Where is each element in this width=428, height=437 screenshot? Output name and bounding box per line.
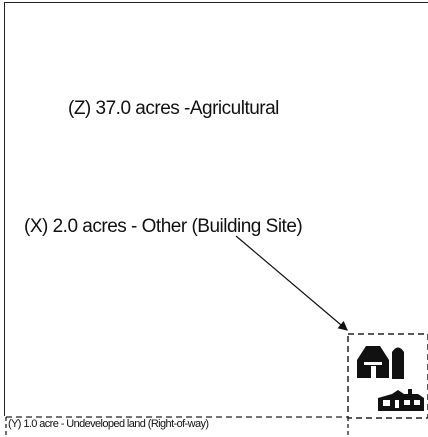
property-boundary: [4, 2, 428, 416]
farmhouse-icon: [378, 389, 424, 411]
parcel-x-label: (X) 2.0 acres - Other (Building Site): [24, 216, 303, 237]
silo-icon: [392, 347, 404, 379]
parcel-z-label: (Z) 37.0 acres -Agricultural: [68, 98, 279, 119]
barn-icon: [357, 346, 389, 378]
pointer-arrow: [235, 235, 348, 331]
building-site-parcel: [347, 333, 428, 419]
parcel-y-label: (Y) 1.0 acre - Undeveloped land (Right-o…: [8, 418, 209, 430]
